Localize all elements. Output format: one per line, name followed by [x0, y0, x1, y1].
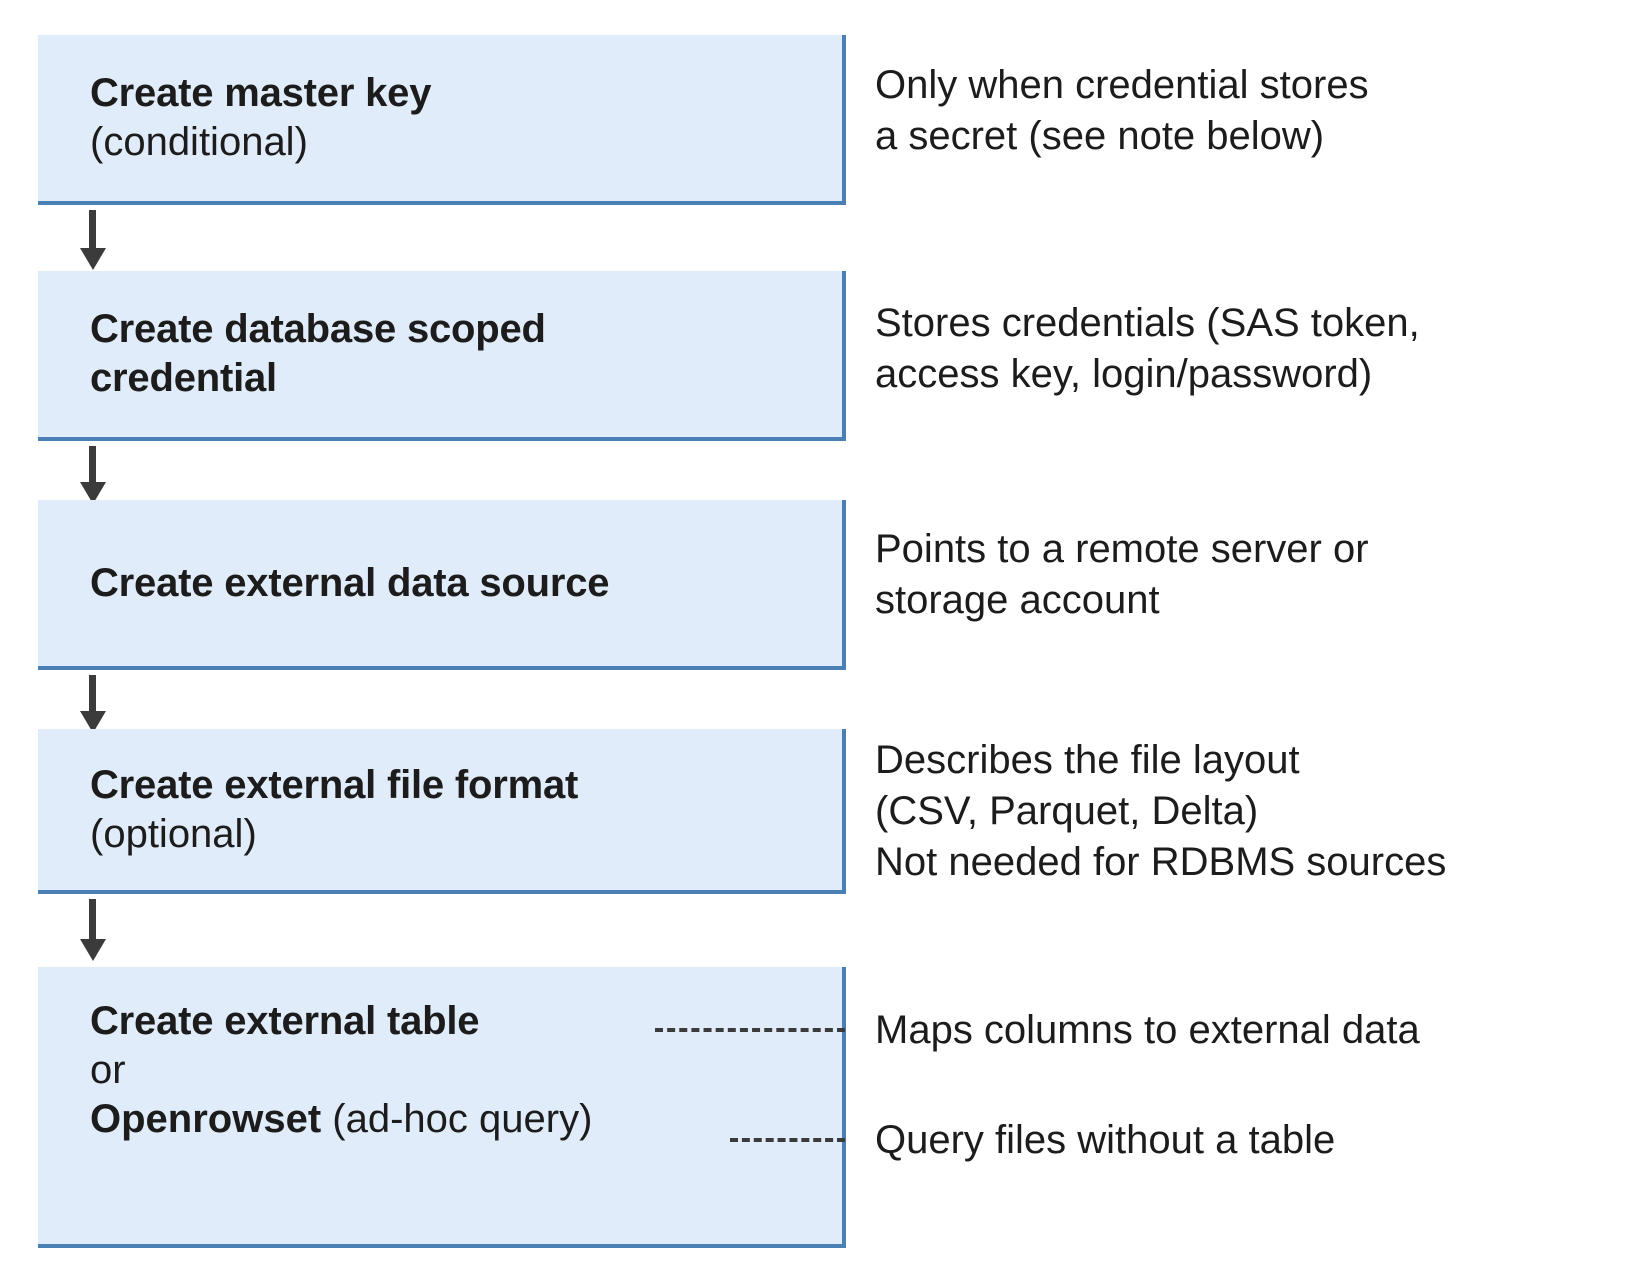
- note-line: a secret (see note below): [875, 114, 1325, 159]
- note-line: Describes the file layout: [875, 738, 1300, 782]
- note-create-database-scoped-credential: Stores credentials (SAS token, access ke…: [875, 298, 1420, 400]
- note-line: storage account: [875, 578, 1160, 623]
- step-title-create-external-table: Create external table: [90, 999, 480, 1043]
- dashed-connector-openrowset: [730, 1138, 845, 1142]
- note-line: Only when credential stores: [875, 63, 1369, 107]
- step-subtitle-create-external-file-format: (optional): [90, 811, 257, 856]
- note-line: access key, login/password): [875, 352, 1373, 397]
- arrow-down-icon-4: [80, 899, 106, 961]
- arrow-down-icon-3: [80, 675, 106, 733]
- arrow-down-icon-1: [80, 210, 106, 270]
- step-title-create-external-data-source: Create external data source: [90, 560, 610, 605]
- step-box-create-master-key[interactable]: Create master key (conditional): [38, 35, 846, 205]
- dashed-connector-external-table: [655, 1028, 845, 1032]
- note-create-external-table: Maps columns to external data: [875, 1005, 1420, 1056]
- note-line: Stores credentials (SAS token,: [875, 301, 1420, 345]
- arrow-down-icon-2: [80, 446, 106, 504]
- note-line: Points to a remote server or: [875, 527, 1369, 571]
- openrowset-qualifier: (ad-hoc query): [321, 1096, 593, 1141]
- step-title-create-external-file-format: Create external file format: [90, 762, 579, 807]
- openrowset-label: Openrowset: [90, 1096, 322, 1141]
- step-subtitle-create-master-key: (conditional): [90, 120, 308, 164]
- note-line: Maps columns to external data: [875, 1008, 1420, 1052]
- note-create-master-key: Only when credential stores a secret (se…: [875, 60, 1369, 162]
- step-box-create-database-scoped-credential[interactable]: Create database scoped credential: [38, 271, 846, 441]
- step-connector-label-or: or: [90, 1047, 126, 1092]
- step-box-create-external-file-format[interactable]: Create external file format (optional): [38, 729, 846, 894]
- note-line: Query files without a table: [875, 1118, 1336, 1162]
- step-box-create-external-table-or-openrowset[interactable]: Create external table or Openrowset (ad-…: [38, 967, 846, 1248]
- step-title-line1-create-database-scoped-credential: Create database scoped: [90, 307, 546, 352]
- note-create-external-file-format: Describes the file layout (CSV, Parquet,…: [875, 735, 1446, 889]
- step-title-create-master-key: Create master key: [90, 71, 432, 116]
- note-create-external-data-source: Points to a remote server or storage acc…: [875, 524, 1369, 626]
- note-openrowset: Query files without a table: [875, 1115, 1335, 1166]
- step-title-line2-create-database-scoped-credential: credential: [90, 356, 277, 400]
- step-box-create-external-data-source[interactable]: Create external data source: [38, 500, 846, 670]
- step-title-openrowset: Openrowset (ad-hoc query): [38, 1095, 842, 1144]
- note-line: Not needed for RDBMS sources: [875, 840, 1447, 885]
- note-line: (CSV, Parquet, Delta): [875, 789, 1259, 834]
